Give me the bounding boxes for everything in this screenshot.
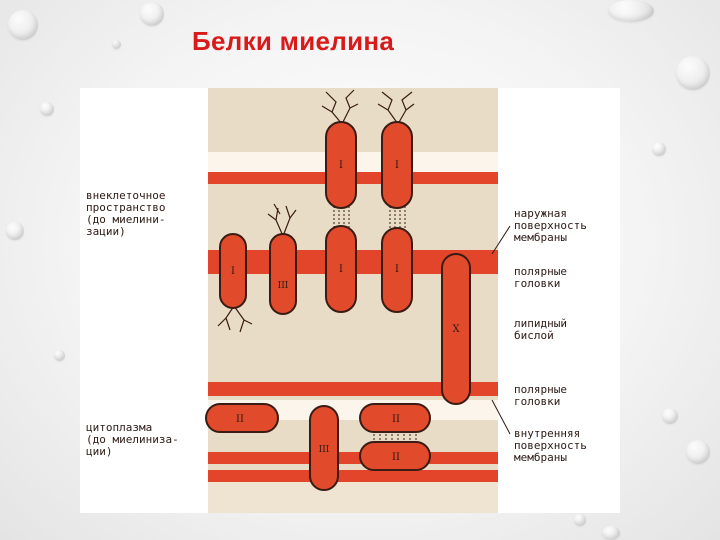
label-extracellular: внеклеточное пространство (до миелини- з… [86, 189, 166, 238]
protein-I-middle-right: I [381, 227, 413, 313]
water-drop-decoration [40, 102, 54, 116]
layer-bottom-2 [208, 470, 498, 482]
layer-bottom-1 [208, 452, 498, 464]
carbohydrate-chain [321, 89, 359, 125]
carbohydrate-chain [267, 203, 297, 237]
water-drop-decoration [662, 408, 678, 424]
protein-II-bottom-right-bottom: II [359, 441, 431, 471]
label-outer-surface: наружная поверхность мембраны [514, 207, 587, 244]
leader-line-inner-surface [491, 399, 511, 435]
protein-label: II [236, 414, 244, 425]
water-drop-decoration [8, 10, 38, 40]
inner-surface-layer [208, 382, 498, 396]
protein-II-bottom-left: II [205, 403, 279, 433]
protein-label: III [319, 445, 330, 455]
protein-II-bottom-right-top: II [359, 403, 431, 433]
water-drop-decoration [140, 2, 164, 26]
water-drop-decoration [574, 514, 586, 526]
protein-III-left: III [269, 233, 297, 315]
protein-label: I [339, 264, 343, 275]
water-drop-decoration [652, 142, 666, 156]
label-lipid-bilayer: липидный бислой [514, 317, 567, 342]
carbohydrate-chain [377, 91, 415, 125]
water-drop-decoration [54, 350, 65, 361]
protein-label: I [231, 266, 235, 277]
leader-line-outer-surface [491, 225, 511, 255]
water-drop-decoration [676, 56, 710, 90]
carbohydrate-chain [217, 305, 253, 333]
pale-band-bottom [208, 476, 498, 513]
water-drop-decoration [6, 222, 24, 240]
water-drop-decoration [686, 440, 710, 464]
protein-label: II [392, 414, 400, 425]
protein-I-left: I [219, 233, 247, 309]
protein-label: I [339, 160, 343, 171]
myelin-membrane-svg: I I I I I III X II [205, 88, 511, 513]
water-drop-decoration [602, 526, 620, 540]
protein-label: I [395, 160, 399, 171]
label-polar-heads-bottom: полярные головки [514, 383, 567, 408]
label-inner-surface: внутренняя поверхность мембраны [514, 427, 587, 464]
slide-title: Белки миелина [192, 26, 395, 56]
label-polar-heads-top: полярные головки [514, 265, 567, 290]
water-drop-decoration [608, 0, 654, 22]
protein-III-bottom: III [309, 405, 339, 491]
protein-label: X [452, 324, 460, 335]
label-cytoplasm: цитоплазма (до миелиниза- ции) [86, 421, 179, 458]
water-drop-decoration [112, 40, 121, 49]
protein-X: X [441, 253, 471, 405]
protein-label: I [395, 264, 399, 275]
protein-I-top-left: I [325, 121, 357, 209]
protein-label: II [392, 452, 400, 463]
myelin-diagram: I I I I I III X II [80, 88, 620, 513]
protein-link-lines [373, 430, 417, 450]
protein-I-top-right: I [381, 121, 413, 209]
protein-I-middle-left: I [325, 225, 357, 313]
protein-label: III [278, 281, 289, 291]
